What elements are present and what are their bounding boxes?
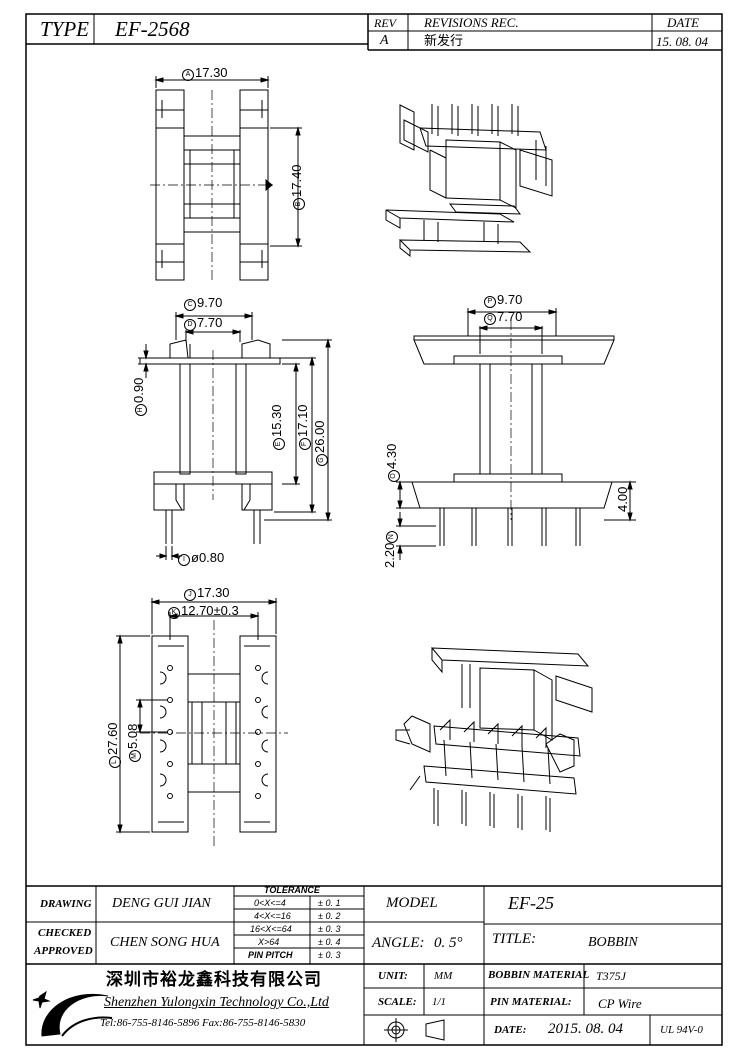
model-label: MODEL: [386, 895, 438, 911]
drawing-label: DRAWING: [40, 898, 92, 910]
unit-label: UNIT:: [378, 970, 408, 982]
tol-range-4: X>64: [258, 937, 280, 947]
model-value: EF-25: [508, 893, 554, 913]
scale-label: SCALE:: [378, 996, 417, 1008]
rev-value: A: [380, 33, 389, 48]
company-name-en: Shenzhen Yulongxin Technology Co.,Ltd: [104, 995, 329, 1010]
pin-material-value: CP Wire: [598, 996, 642, 1011]
angle-label: ANGLE:: [372, 935, 425, 951]
tol-value-5: ± 0. 3: [318, 950, 341, 960]
tol-range-5: PIN PITCH: [248, 950, 293, 960]
dim-e: E15.30: [269, 404, 285, 450]
bobbin-material-label: BOBBIN MATERIAL: [488, 969, 590, 981]
dim-g: G26.00: [312, 420, 328, 466]
title-block-lines: [26, 885, 722, 1045]
unit-value: MM: [434, 970, 453, 982]
side-view: [396, 308, 636, 560]
iso-view-top: [385, 104, 553, 258]
tol-range-1: 0<X<=4: [254, 898, 286, 908]
date-label: DATE:: [494, 1024, 527, 1036]
dim-f: F17.10: [295, 404, 311, 450]
dim-n: 2.20N: [382, 530, 398, 568]
tol-value-1: ± 0. 1: [318, 898, 341, 908]
pin-material-label: PIN MATERIAL:: [490, 996, 572, 1008]
date-header-label: DATE: [667, 15, 700, 30]
tol-value-2: ± 0. 2: [318, 911, 341, 921]
dim-l: L27.60: [105, 722, 121, 768]
type-value: EF-2568: [115, 17, 190, 41]
tol-value-3: ± 0. 3: [318, 924, 341, 934]
dim-o: O4.30: [384, 444, 400, 482]
bobbin-material-value: T375J: [596, 969, 626, 983]
tol-value-4: ± 0. 4: [318, 937, 341, 947]
tol-range-3: 16<X<=64: [250, 924, 292, 934]
ul-value: UL 94V-0: [660, 1024, 703, 1036]
revision-text: 新发行: [424, 34, 464, 49]
dim-h: H0.90: [131, 378, 147, 416]
tol-range-2: 4<X<=16: [254, 911, 291, 921]
rev-label: REV: [374, 16, 396, 30]
company-contact: Tel:86-755-8146-5896 Fax:86-755-8146-583…: [100, 1017, 306, 1029]
angle-value: 0. 5°: [434, 935, 463, 951]
revisions-label: REVISIONS REC.: [424, 15, 519, 30]
type-label: TYPE: [40, 17, 90, 41]
scale-value: 1/1: [432, 996, 447, 1008]
dim-m: M5.08: [125, 724, 141, 762]
outer-border: [25, 13, 723, 1046]
drawing-value: DENG GUI JIAN: [112, 896, 211, 911]
dim-b: B17.40: [289, 164, 305, 210]
top-view: [150, 76, 302, 281]
checked-value: CHEN SONG HUA: [110, 935, 220, 950]
date-value: 2015. 08. 04: [548, 1021, 623, 1037]
bottom-view: [116, 598, 288, 846]
title-label: TITLE:: [492, 931, 537, 947]
company-name-cn: 深圳市裕龙鑫科技有限公司: [106, 970, 322, 990]
tolerance-label: TOLERANCE: [264, 885, 320, 895]
iso-view-bottom: [395, 647, 593, 832]
checked-label: CHECKED: [38, 927, 92, 939]
title-value: BOBBIN: [588, 935, 638, 950]
dim-side-height: 4.00: [615, 486, 630, 512]
rev-date: 15. 08. 04: [656, 34, 708, 49]
approved-label: APPROVED: [34, 945, 93, 957]
